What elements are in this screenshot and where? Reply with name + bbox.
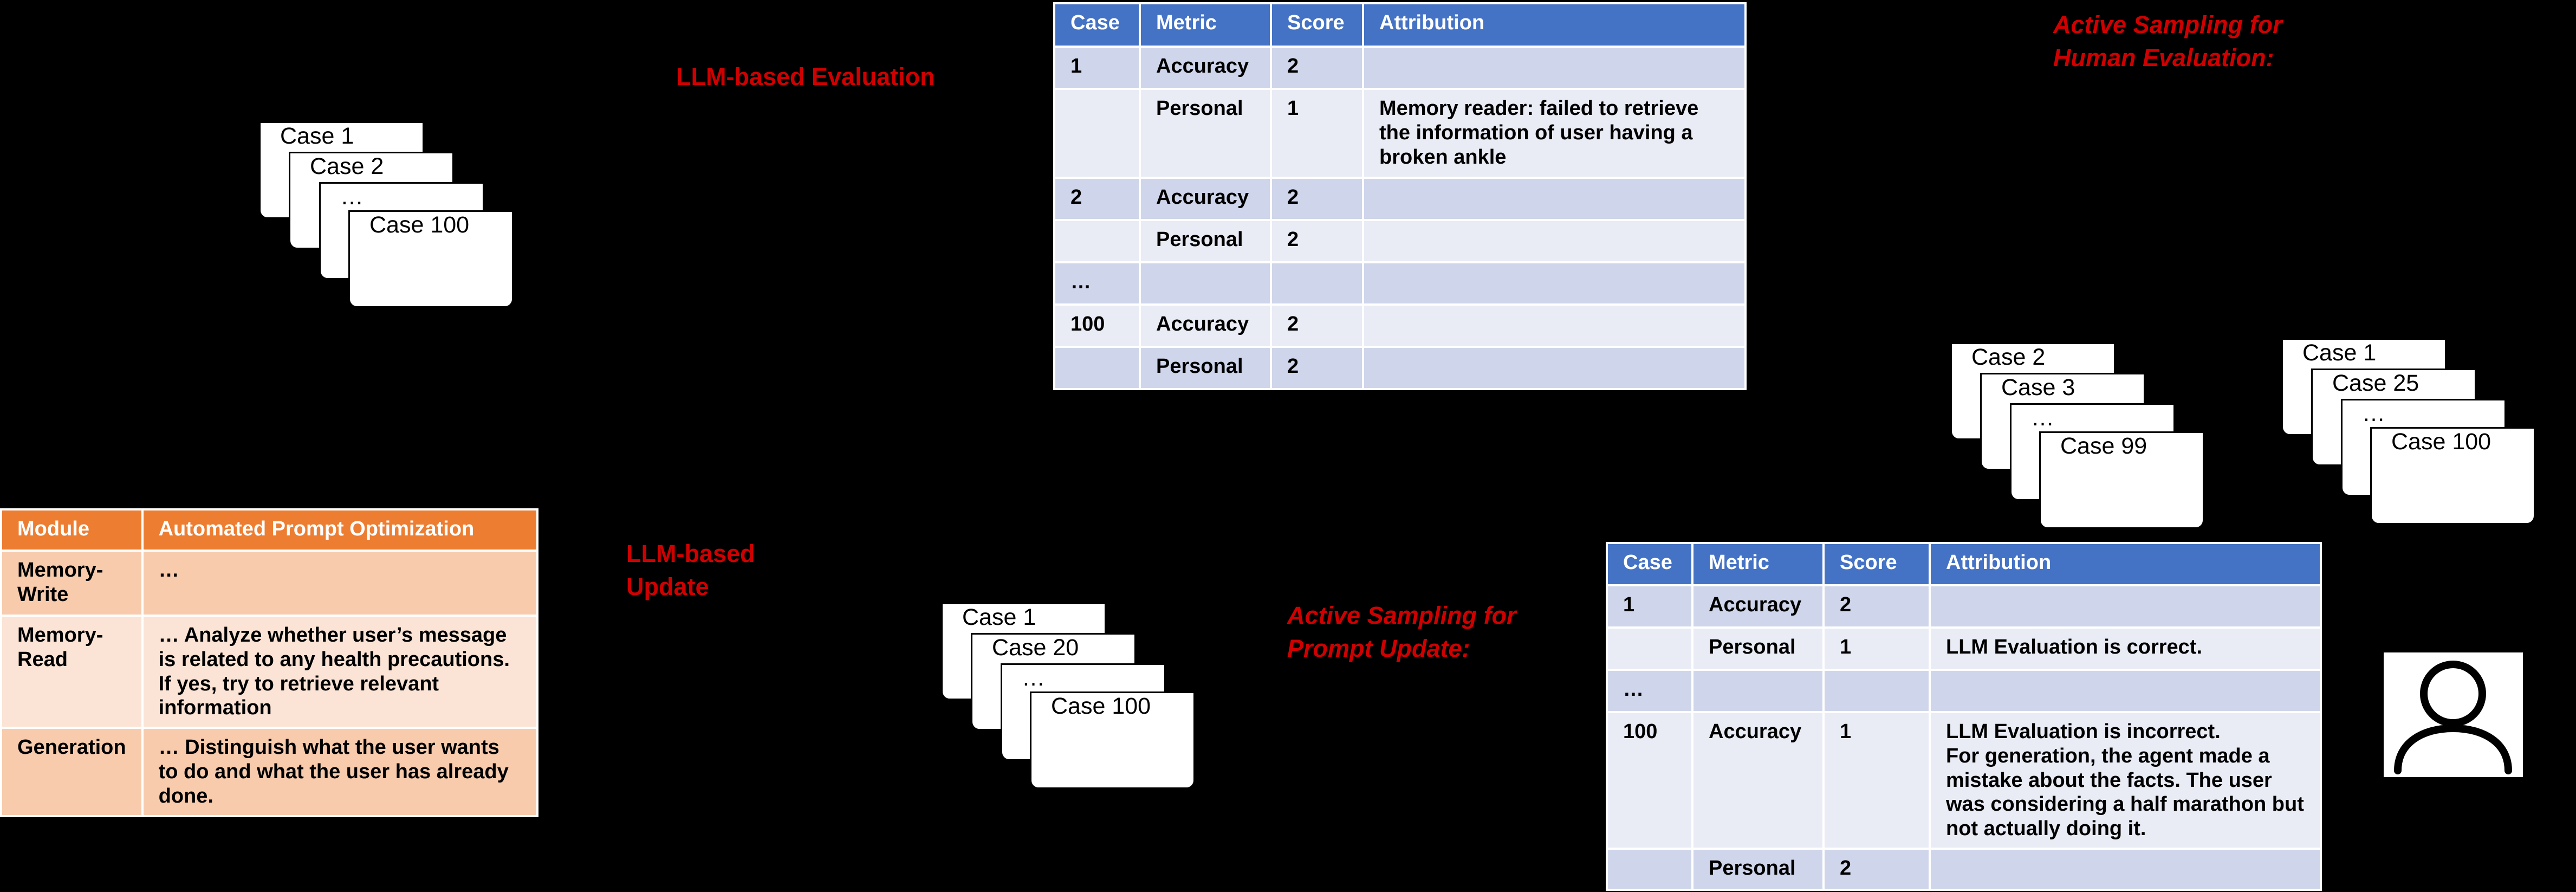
- table-row: 1 Accuracy 2: [1606, 584, 2322, 629]
- cell: Personal: [1139, 88, 1272, 179]
- cell: …: [1053, 261, 1141, 306]
- header-attribution: Attribution: [1929, 542, 2322, 586]
- cell: 1: [1270, 88, 1364, 179]
- prompt-optimization-table: Module Automated Prompt Optimization Mem…: [0, 508, 539, 817]
- cell: Personal: [1139, 219, 1272, 263]
- cell: 2: [1053, 177, 1141, 221]
- llm-evaluation-label: LLM-based Evaluation: [676, 63, 935, 91]
- cell: 1: [1053, 46, 1141, 90]
- cell: 2: [1270, 177, 1364, 221]
- cell: [1929, 669, 2322, 713]
- table-row: Memory-Write …: [0, 550, 539, 617]
- cell: Accuracy: [1691, 710, 1825, 850]
- cell: …: [141, 550, 539, 617]
- header-case: Case: [1053, 2, 1141, 48]
- cell: Personal: [1691, 848, 1825, 891]
- case-card: Case 100: [348, 210, 514, 308]
- table-row: Personal 2: [1053, 219, 1747, 263]
- human-evaluation-table: Case Metric Score Attribution 1 Accuracy…: [1606, 542, 2322, 891]
- cell: Accuracy: [1139, 46, 1272, 90]
- cell: … Analyze whether user’s message is rela…: [141, 614, 539, 729]
- cell: [1362, 219, 1747, 263]
- cell: [1822, 669, 1931, 713]
- cell: [1362, 46, 1747, 90]
- cell: 2: [1270, 346, 1364, 390]
- header-metric: Metric: [1691, 542, 1825, 586]
- cell: 100: [1053, 303, 1141, 348]
- table-row: Personal 1 Memory reader: failed to retr…: [1053, 88, 1747, 179]
- cell: [1270, 261, 1364, 306]
- cell: 1: [1822, 626, 1931, 671]
- case-card: Case 100: [1030, 691, 1195, 789]
- active-sampling-prompt-label: Active Sampling for Prompt Update:: [1287, 602, 1516, 662]
- cell: 1: [1606, 584, 1693, 629]
- user-silhouette-icon: [2384, 652, 2523, 777]
- cell: [1691, 669, 1825, 713]
- cell: Accuracy: [1691, 584, 1825, 629]
- cell: …: [1606, 669, 1693, 713]
- cell: Personal: [1139, 346, 1272, 390]
- header-case: Case: [1606, 542, 1693, 586]
- cell: [1053, 88, 1141, 179]
- table-row: Personal 2: [1606, 848, 2322, 891]
- cell: 100: [1606, 710, 1693, 850]
- cell: [1362, 177, 1747, 221]
- header-module: Module: [0, 508, 144, 552]
- table-row: 100 Accuracy 2: [1053, 303, 1747, 348]
- cell: [1362, 303, 1747, 348]
- cell: [1929, 848, 2322, 891]
- llm-evaluation-table: Case Metric Score Attribution 1 Accuracy…: [1053, 2, 1747, 390]
- cell: Memory-Write: [0, 550, 144, 617]
- cell: [1929, 584, 2322, 629]
- cell: [1606, 626, 1693, 671]
- cell: Accuracy: [1139, 303, 1272, 348]
- header-prompt-optimization: Automated Prompt Optimization: [141, 508, 539, 552]
- header-score: Score: [1822, 542, 1931, 586]
- cell: Generation: [0, 727, 144, 817]
- table-row: Personal 2: [1053, 346, 1747, 390]
- table-row: 1 Accuracy 2: [1053, 46, 1747, 90]
- cell: Accuracy: [1139, 177, 1272, 221]
- table-header-row: Case Metric Score Attribution: [1053, 2, 1747, 48]
- table-row: 100 Accuracy 1 LLM Evaluation is incorre…: [1606, 710, 2322, 850]
- table-row: …: [1053, 261, 1747, 306]
- cell: [1362, 261, 1747, 306]
- cell: Personal: [1691, 626, 1825, 671]
- cell: LLM Evaluation is incorrect. For generat…: [1929, 710, 2322, 850]
- table-row: Memory-Read … Analyze whether user’s mes…: [0, 614, 539, 729]
- cell: 2: [1822, 584, 1931, 629]
- active-sampling-human-label: Active Sampling for Human Evaluation:: [2053, 11, 2282, 72]
- cell: Memory reader: failed to retrieve the in…: [1362, 88, 1747, 179]
- cell: LLM Evaluation is correct.: [1929, 626, 2322, 671]
- header-score: Score: [1270, 2, 1364, 48]
- cell: Memory-Read: [0, 614, 144, 729]
- cell: 2: [1270, 46, 1364, 90]
- table-header-row: Case Metric Score Attribution: [1606, 542, 2322, 586]
- cell: [1053, 346, 1141, 390]
- cell: 2: [1270, 219, 1364, 263]
- cell: 1: [1822, 710, 1931, 850]
- case-card: Case 99: [2039, 431, 2204, 529]
- case-card: Case 100: [2370, 427, 2535, 525]
- table-row: Personal 1 LLM Evaluation is correct.: [1606, 626, 2322, 671]
- cell: [1606, 848, 1693, 891]
- cell: [1362, 346, 1747, 390]
- cell: … Distinguish what the user wants to do …: [141, 727, 539, 817]
- llm-update-label: LLM-based Update: [626, 540, 755, 600]
- table-row: …: [1606, 669, 2322, 713]
- cell: 2: [1822, 848, 1931, 891]
- cell: [1053, 219, 1141, 263]
- table-row: Generation … Distinguish what the user w…: [0, 727, 539, 817]
- header-metric: Metric: [1139, 2, 1272, 48]
- cell: 2: [1270, 303, 1364, 348]
- table-header-row: Module Automated Prompt Optimization: [0, 508, 539, 552]
- table-row: 2 Accuracy 2: [1053, 177, 1747, 221]
- cell: [1139, 261, 1272, 306]
- header-attribution: Attribution: [1362, 2, 1747, 48]
